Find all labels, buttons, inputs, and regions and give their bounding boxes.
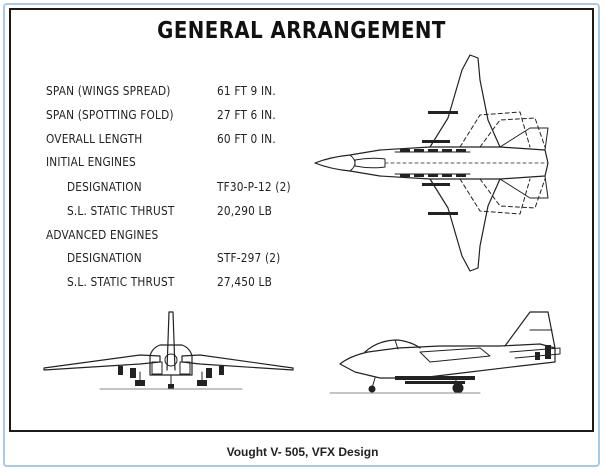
spec-value: 61 FT 9 IN. [217,84,276,98]
spec-value: TF30-P-12 (2) [217,180,291,194]
spec-label: DESIGNATION [67,251,142,265]
sheet-title: GENERAL ARRANGEMENT [157,18,446,44]
spec-label: OVERALL LENGTH [46,132,143,146]
spec-label: S.L. STATIC THRUST [67,275,175,289]
spec-section-heading: INITIAL ENGINES [46,155,136,169]
front-view-drawing [43,311,294,390]
spec-value: 27,450 LB [217,275,273,289]
spec-label: SPAN (WINGS SPREAD) [46,84,171,98]
spec-label: SPAN (SPOTTING FOLD) [46,108,174,122]
side-view-drawing [329,311,561,394]
figure-caption: Vought V- 505, VFX Design [226,445,379,459]
spec-value: 20,290 LB [217,204,273,218]
spec-value: 27 FT 6 IN. [217,108,276,122]
spec-value: 60 FT 0 IN. [217,132,276,146]
spec-label: S.L. STATIC THRUST [67,204,175,218]
spec-value: STF-297 (2) [217,251,281,265]
plan-view-drawing [314,54,549,272]
spec-section-heading: ADVANCED ENGINES [46,228,159,242]
spec-label: DESIGNATION [67,180,142,194]
drawing-sheet: GENERAL ARRANGEMENT [9,8,594,432]
